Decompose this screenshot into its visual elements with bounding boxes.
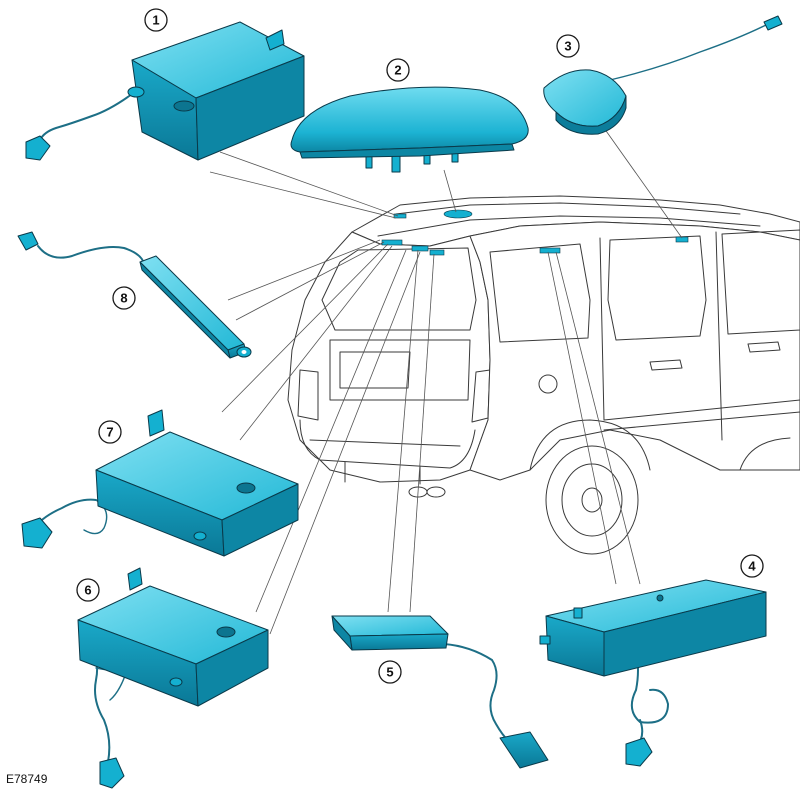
callout-3: 3 [556,34,580,58]
callout-6-label: 6 [84,583,91,598]
vehicle-outline [287,195,800,555]
callout-4-label: 4 [748,559,756,574]
callout-8-label: 8 [120,291,127,306]
part-1-module [25,21,305,161]
callout-7: 7 [98,420,122,444]
callout-3-label: 3 [564,39,571,54]
leader-lines [209,127,683,635]
part-4-long-module [539,579,767,767]
callout-6: 6 [76,578,100,602]
callout-2: 2 [386,58,410,82]
part-6-stepped-module [77,567,269,789]
callout-8: 8 [112,286,136,310]
callout-2-label: 2 [394,63,401,78]
callout-1-label: 1 [152,13,159,28]
callout-4: 4 [740,554,764,578]
callout-5: 5 [378,660,402,684]
part-2-roof-antenna [290,86,529,173]
part-3-gps-antenna [543,15,783,135]
callout-7-label: 7 [106,425,113,440]
callout-1: 1 [144,8,168,32]
figure-reference-code: E78749 [6,772,48,786]
part-5-slim-amplifier [331,615,549,769]
part-7-stepped-module [21,409,299,557]
part-8-bar-antenna [17,231,252,359]
callout-5-label: 5 [386,665,393,680]
